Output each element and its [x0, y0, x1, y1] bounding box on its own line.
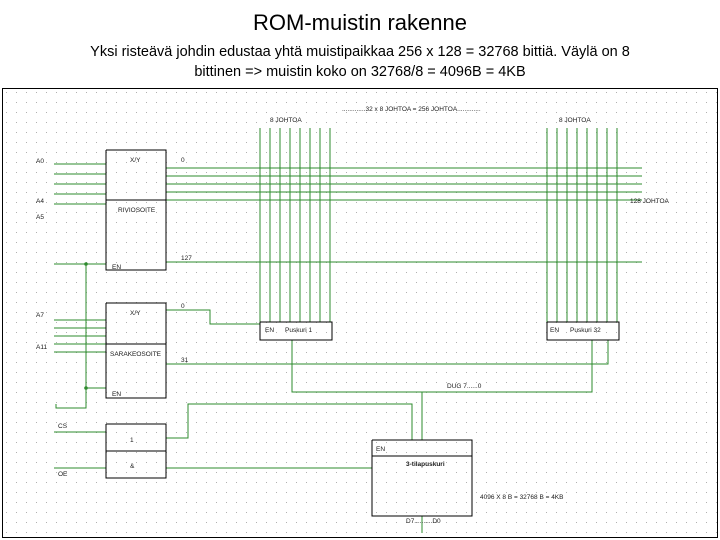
- buffer-left-label: Puskuri 1: [285, 327, 312, 334]
- col-group-left-label: 8 JOHTOA: [270, 117, 302, 124]
- buffer-right-label: Puskuri 32: [570, 327, 601, 334]
- size-note: 4096 X 8 B = 32768 B = 4KB: [480, 494, 563, 501]
- gate-to-enable: [55, 388, 87, 409]
- col-output-wire-last: [166, 340, 609, 365]
- input-a0: A0: [36, 158, 44, 165]
- top-note: .............32 x 8 JOHTOA = 256 JOHTOA.…: [342, 106, 481, 113]
- input-a7: A7: [36, 312, 44, 319]
- col-decoder-name: SARAKEOSOITE: [110, 351, 162, 358]
- col-output-wire-first: [166, 309, 260, 325]
- col-decoder-enable: EN: [112, 391, 121, 398]
- slide-title: ROM-muistin rakenne: [253, 10, 467, 35]
- rows-right-label: 128 JOHTOA: [630, 198, 670, 205]
- col-decoder-type: X/Y: [130, 310, 141, 317]
- rom-circuit-diagram: .............32 x 8 JOHTOA = 256 JOHTOA.…: [2, 88, 718, 538]
- buffer-right-box: [546, 321, 620, 341]
- row-decoder-type: X/Y: [130, 157, 141, 164]
- diagram-border: [2, 88, 718, 538]
- gate-output-wire: [166, 403, 413, 440]
- enable-junction: [84, 262, 88, 266]
- tristate-box: [371, 439, 473, 517]
- components-layer: [105, 149, 620, 517]
- row-decoder-box: [105, 149, 167, 271]
- col-label-last: 31: [181, 357, 189, 364]
- input-a4: A4: [36, 198, 44, 205]
- row-decoder-name: RIVIOSOITE: [118, 207, 156, 214]
- buffer-left-enable: EN: [265, 327, 274, 334]
- gate-box: [105, 423, 167, 479]
- input-a11: A11: [36, 344, 47, 351]
- gate-and-symbol: &: [130, 463, 135, 470]
- slide-subtitle: Yksi risteävä johdin edustaa yhtä muisti…: [20, 42, 700, 82]
- buffer-left-out: [291, 340, 422, 393]
- input-a5: A5: [36, 214, 44, 221]
- subtitle-line-2: bittinen => muistin koko on 32768/8 = 40…: [194, 64, 526, 80]
- col-label-first: 0: [181, 303, 185, 310]
- gate-or-symbol: 1: [130, 437, 134, 444]
- tristate-enable: EN: [376, 446, 385, 453]
- subtitle-line-1: Yksi risteävä johdin edustaa yhtä muisti…: [90, 44, 630, 60]
- input-cs: CS: [58, 423, 68, 430]
- buffer-right-enable: EN: [550, 327, 559, 334]
- row-decoder-enable: EN: [112, 264, 121, 271]
- buffer-right-out: [422, 340, 593, 393]
- labels-layer: .............32 x 8 JOHTOA = 256 JOHTOA.…: [36, 106, 670, 525]
- input-oe: OE: [58, 471, 68, 478]
- row-label-first: 0: [181, 157, 185, 164]
- tristate-label: 3-tilapuskuri: [406, 461, 445, 468]
- bus-label: DUG 7......0: [447, 383, 482, 390]
- col-decoder-box: [105, 302, 167, 399]
- col-group-right-label: 8 JOHTOA: [559, 117, 591, 124]
- buffer-left-box: [259, 321, 333, 341]
- data-out-label: D7..........D0: [406, 518, 441, 525]
- wires-layer: [54, 128, 642, 533]
- row-label-last: 127: [181, 255, 192, 262]
